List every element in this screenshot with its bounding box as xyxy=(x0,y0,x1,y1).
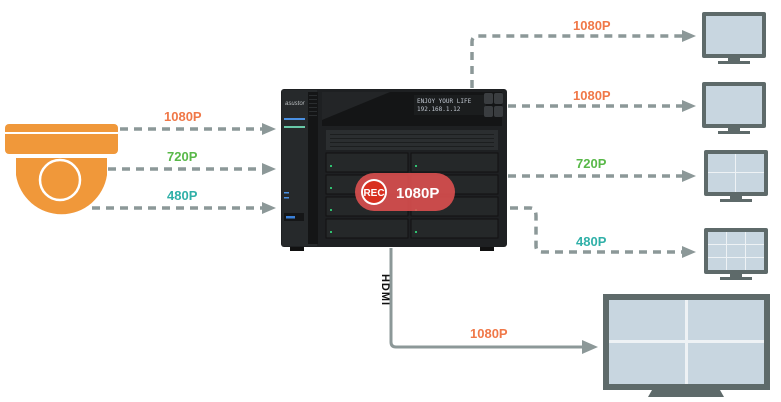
monitor-single-2 xyxy=(702,82,766,134)
camera-output-label: 1080P xyxy=(164,109,202,124)
output-label: 480P xyxy=(576,234,607,249)
camera-link-1080p xyxy=(120,123,276,135)
rec-badge: REC 1080P xyxy=(355,173,455,211)
arrow-head-icon xyxy=(682,246,696,258)
monitor-quad xyxy=(704,150,768,202)
rec-icon-label: REC xyxy=(363,188,384,199)
output-link-1 xyxy=(470,30,696,88)
status-led xyxy=(284,118,305,120)
dome-camera-icon xyxy=(5,124,118,215)
monitor-large-quad xyxy=(603,294,770,397)
record-icon xyxy=(363,181,385,203)
output-link-3 xyxy=(508,170,696,182)
rec-resolution: 1080P xyxy=(396,185,439,202)
status-led xyxy=(284,126,305,128)
camera-output-label: 480P xyxy=(167,188,198,203)
hdmi-logo: HDMI xyxy=(379,274,391,306)
arrow-head-icon xyxy=(582,340,598,354)
output-label: 1080P xyxy=(573,88,611,103)
output-label: 720P xyxy=(576,156,607,171)
output-link-2 xyxy=(508,100,696,112)
nas-front-buttons xyxy=(484,93,503,117)
arrow-head-icon xyxy=(262,123,276,135)
hdmi-link xyxy=(389,248,598,354)
output-link-4 xyxy=(510,206,696,258)
monitor-six-split xyxy=(704,228,768,280)
arrow-head-icon xyxy=(682,30,696,42)
status-led xyxy=(284,197,289,199)
brand-logo: asustor xyxy=(285,101,306,107)
camera-output-label: 720P xyxy=(167,149,198,164)
camera-link-480p xyxy=(92,202,276,214)
output-label: 1080P xyxy=(573,18,611,33)
arrow-head-icon xyxy=(682,170,696,182)
camera-link-720p xyxy=(108,163,276,175)
arrow-head-icon xyxy=(262,202,276,214)
lcd-text-line2: 192.168.1.12 xyxy=(417,106,461,113)
hdmi-output-label: 1080P xyxy=(470,326,508,341)
arrow-head-icon xyxy=(262,163,276,175)
status-led xyxy=(284,192,289,194)
monitor-single-1 xyxy=(702,12,766,64)
arrow-head-icon xyxy=(682,100,696,112)
lcd-text-line1: ENJOY YOUR LIFE xyxy=(417,98,472,105)
nas-device: asustor ENJOY YOUR LIFE 192.168.1.12 xyxy=(281,89,507,251)
